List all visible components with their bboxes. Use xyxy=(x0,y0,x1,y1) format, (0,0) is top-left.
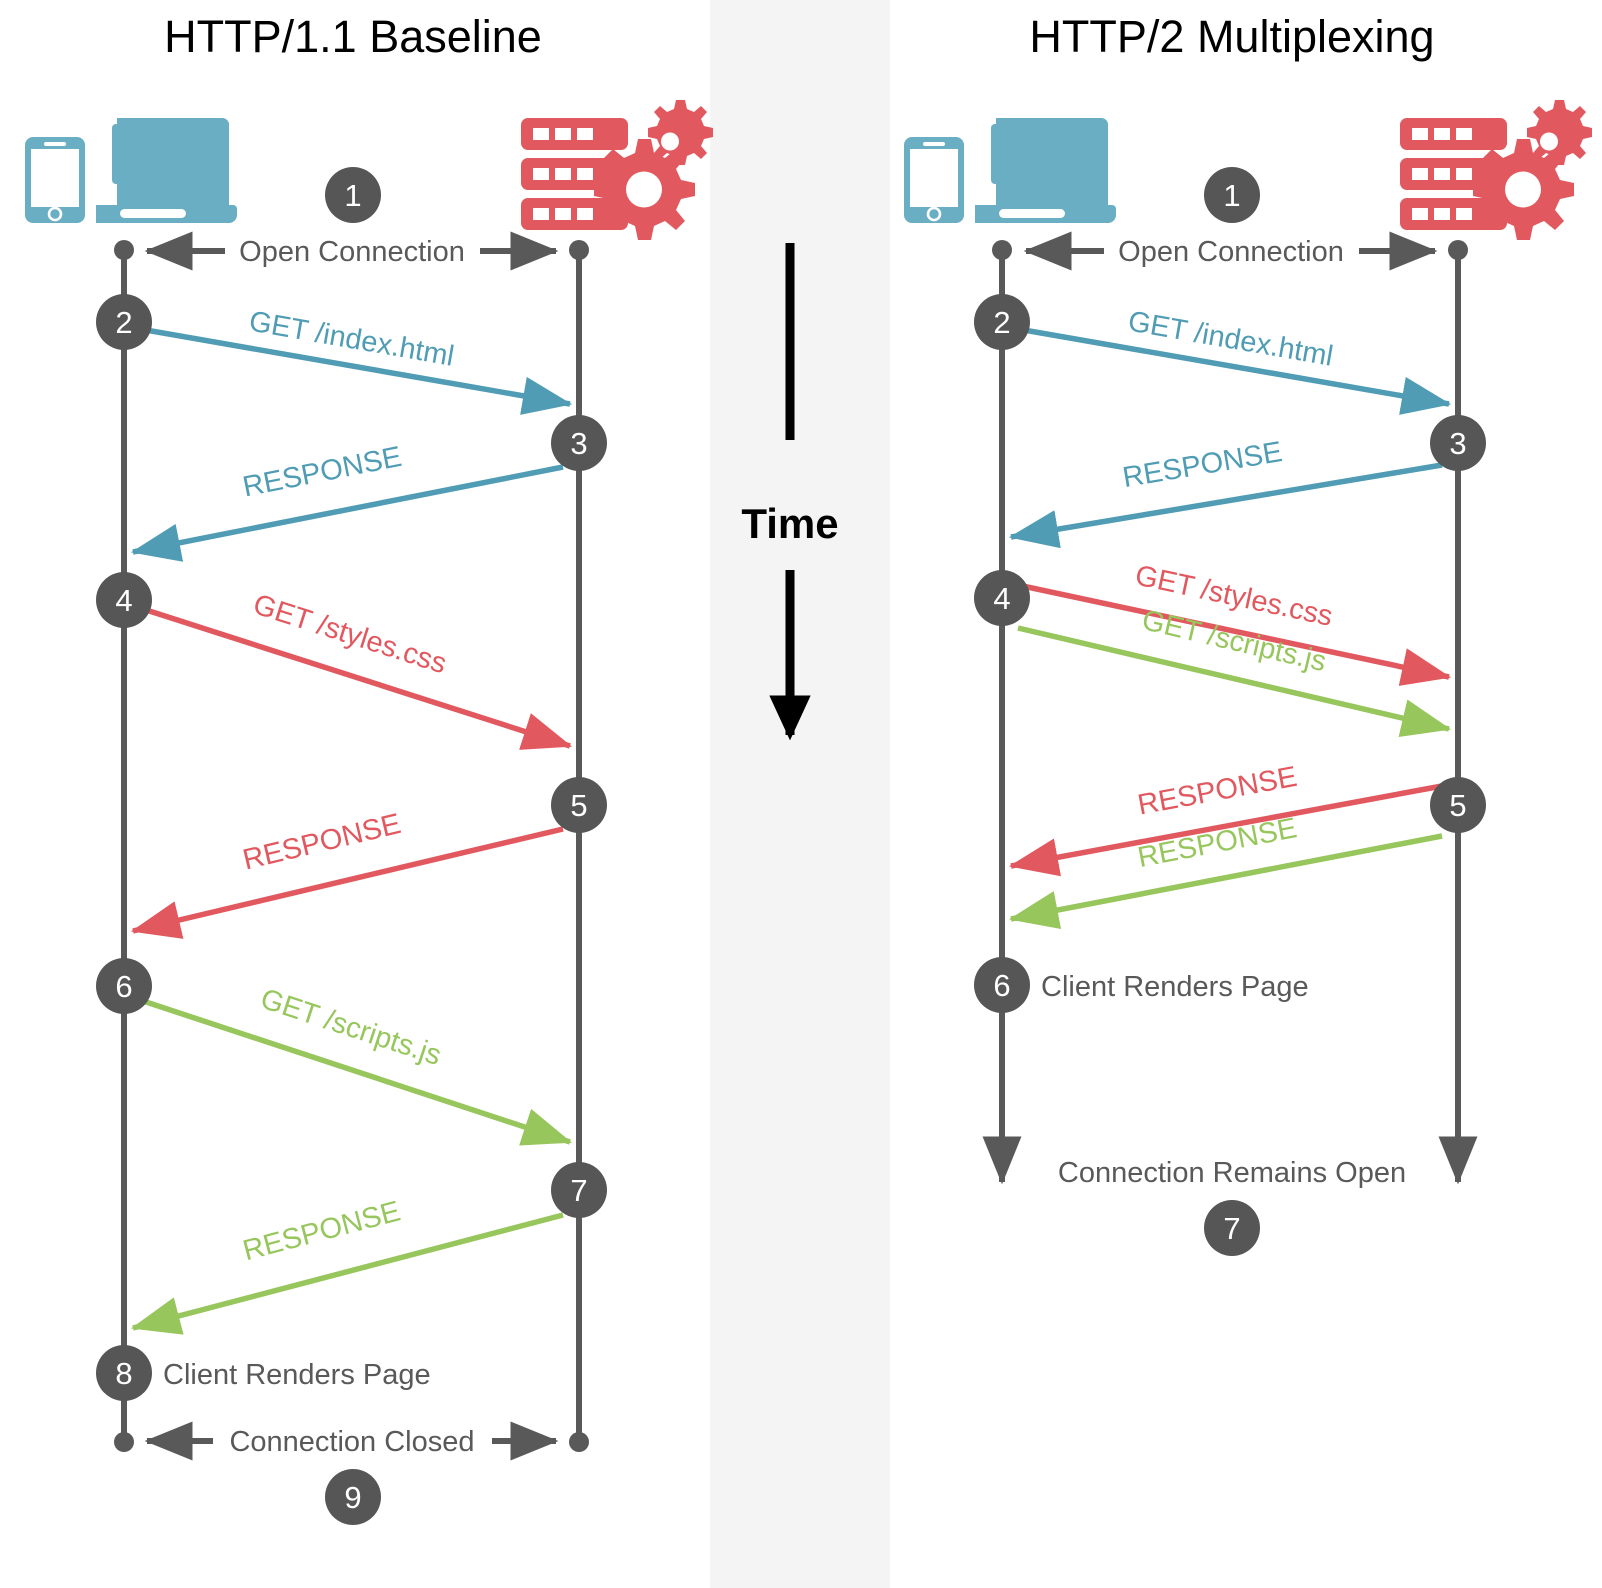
step-badge-7-label-http2: 7 xyxy=(1223,1211,1240,1246)
step-badge-1-label-http2: 1 xyxy=(1223,178,1240,213)
arrow-response-index-http11 xyxy=(130,464,564,562)
server-rack-icon-http2 xyxy=(1400,100,1592,240)
center-divider-band xyxy=(710,0,890,1588)
step-badge-3-label-http11: 3 xyxy=(570,426,587,461)
open-connection-label-http2: Open Connection xyxy=(1118,236,1344,268)
step-badge-3-label-http2: 3 xyxy=(1449,426,1466,461)
lifeline-start-dot-client-http2 xyxy=(992,240,1012,260)
step-badge-1-label-http11: 1 xyxy=(344,178,361,213)
label-get-scripts-http11: GET /scripts.js xyxy=(257,983,446,1072)
gear-large-icon xyxy=(594,139,695,240)
arrow-response-styles-http11 xyxy=(130,826,564,939)
server-rack-icon xyxy=(521,100,713,240)
step-badge-7-label-http11: 7 xyxy=(570,1173,587,1208)
step-badge-9-http11 xyxy=(325,1469,381,1525)
arrow-response-scripts-http11 xyxy=(130,1212,564,1335)
panel-http11: 1 Open Connection GET /index.html 2 RESP… xyxy=(25,100,713,1525)
arrow-get-scripts-http2 xyxy=(1017,625,1452,737)
label-response-styles-http11: RESPONSE xyxy=(240,808,404,876)
time-axis-label: Time xyxy=(741,500,838,547)
label-get-index-http2: GET /index.html xyxy=(1126,306,1336,373)
arrow-response-scripts-http2 xyxy=(1008,833,1443,929)
step-badge-6-label-http2: 6 xyxy=(993,968,1010,1003)
arrow-response-index-http2 xyxy=(1008,462,1443,549)
client-renders-page-label-http2: Client Renders Page xyxy=(1041,971,1309,1003)
gear-small-icon-http2 xyxy=(1527,100,1592,165)
label-response-index-http11: RESPONSE xyxy=(240,441,404,504)
time-axis: Time xyxy=(741,243,839,741)
arrow-get-index-http11 xyxy=(139,326,573,415)
label-get-styles-http11: GET /styles.css xyxy=(249,588,450,680)
step-badge-5-label-http2: 5 xyxy=(1449,788,1466,823)
arrow-response-styles-http2 xyxy=(1008,783,1443,877)
step-badge-3-http11 xyxy=(551,415,607,471)
step-badge-3-http2 xyxy=(1430,415,1486,471)
step-badge-2-label-http2: 2 xyxy=(993,305,1010,340)
arrow-get-scripts-http11 xyxy=(139,997,573,1146)
step-badge-9-label-http11: 9 xyxy=(344,1480,361,1515)
panel-title-left: HTTP/1.1 Baseline xyxy=(164,11,542,62)
step-badge-7-http11 xyxy=(551,1162,607,1218)
step-badge-2-http2 xyxy=(974,294,1030,350)
lifeline-start-dot-server-http11 xyxy=(569,240,589,260)
lifeline-end-dot-server-http11 xyxy=(569,1432,589,1452)
step-badge-2-label-http11: 2 xyxy=(115,305,132,340)
step-badge-6-http11 xyxy=(96,958,152,1014)
step-badge-4-label-http2: 4 xyxy=(993,581,1010,616)
client-device-icon-http2 xyxy=(904,118,1116,223)
arrow-get-styles-http11 xyxy=(139,605,573,750)
step-badge-4-http2 xyxy=(974,570,1030,626)
connection-remains-open-label-http2: Connection Remains Open xyxy=(1058,1157,1406,1189)
arrow-get-styles-http2 xyxy=(1017,582,1452,686)
client-renders-page-label-http11: Client Renders Page xyxy=(163,1359,431,1391)
step-badge-7-http2 xyxy=(1204,1200,1260,1256)
lifeline-start-dot-client-http11 xyxy=(114,240,134,260)
client-device-icon xyxy=(25,118,237,223)
step-badge-4-label-http11: 4 xyxy=(115,583,132,618)
step-badge-5-label-http11: 5 xyxy=(570,788,587,823)
panel-http2: 1 Open Connection GET /index.html 2 RESP… xyxy=(904,100,1592,1256)
gear-large-icon-http2 xyxy=(1473,139,1574,240)
lifeline-start-dot-server-http2 xyxy=(1448,240,1468,260)
arrow-get-index-http2 xyxy=(1017,326,1452,415)
connection-closed-label-http11: Connection Closed xyxy=(229,1426,474,1458)
open-connection-label-http11: Open Connection xyxy=(239,236,465,268)
label-response-scripts-http11: RESPONSE xyxy=(240,1195,404,1267)
step-badge-5-http2 xyxy=(1430,777,1486,833)
label-response-index-http2: RESPONSE xyxy=(1120,436,1284,494)
step-badge-2-http11 xyxy=(96,294,152,350)
step-badge-4-http11 xyxy=(96,572,152,628)
step-badge-6-label-http11: 6 xyxy=(115,969,132,1004)
label-get-index-http11: GET /index.html xyxy=(247,306,457,373)
step-badge-6-http2 xyxy=(974,957,1030,1013)
label-response-scripts-http2: RESPONSE xyxy=(1135,812,1299,874)
step-badge-1-http2 xyxy=(1204,167,1260,223)
step-badge-5-http11 xyxy=(551,777,607,833)
step-badge-1-http11 xyxy=(325,167,381,223)
step-badge-8-http11 xyxy=(96,1345,152,1401)
lifeline-end-dot-client-http11 xyxy=(114,1432,134,1452)
gear-small-icon xyxy=(648,100,713,165)
step-badge-8-label-http11: 8 xyxy=(115,1356,132,1391)
panel-title-right: HTTP/2 Multiplexing xyxy=(1029,11,1434,62)
label-response-styles-http2: RESPONSE xyxy=(1135,761,1299,822)
